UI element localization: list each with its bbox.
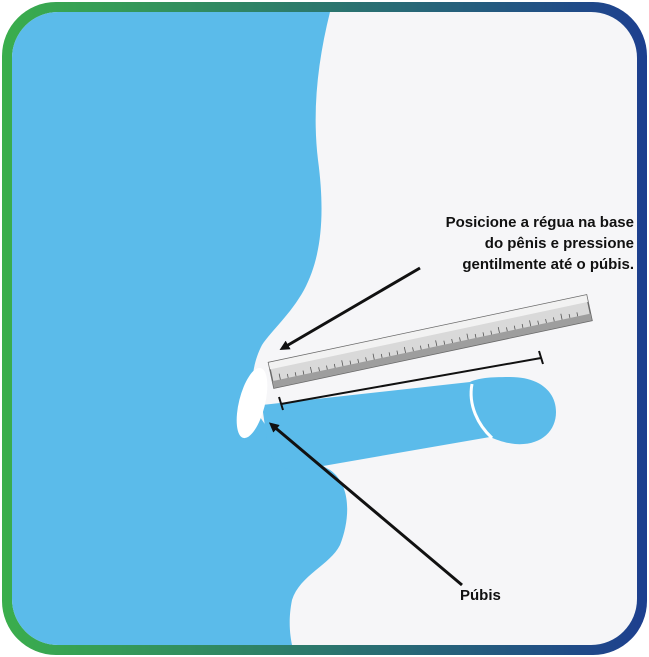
instruction-label: Posicione a régua na base do pênis e pre… (404, 212, 634, 275)
pubis-label: Púbis (460, 585, 530, 606)
